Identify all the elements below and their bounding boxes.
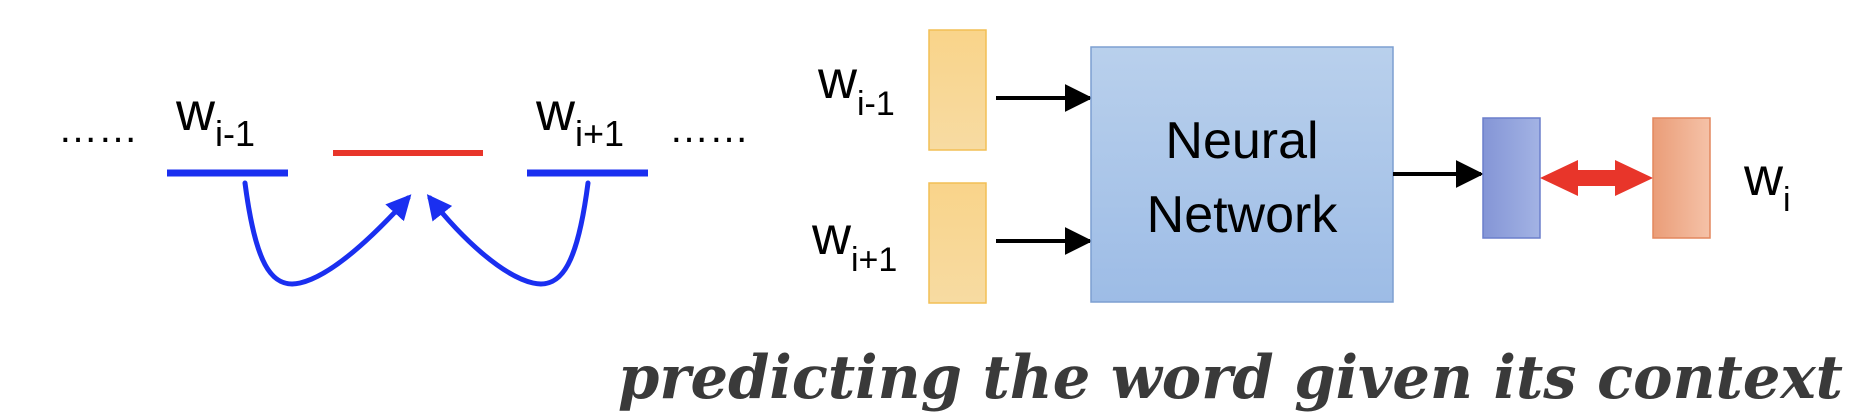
context-sequence: …… wi-1 wi+1 ……	[58, 82, 749, 287]
prev-context-word-base: w	[175, 82, 216, 142]
predicted-vector	[1482, 117, 1541, 239]
target-vector	[1652, 117, 1711, 239]
input-prev-sub: i-1	[857, 85, 895, 123]
arrow-next-to-target	[426, 180, 591, 287]
input-next-base: w	[811, 206, 852, 266]
caption: predicting the word given its context	[618, 343, 1843, 413]
prev-context-word: wi-1	[175, 82, 255, 154]
output-word-base: w	[1743, 147, 1784, 207]
input-vector-prev	[928, 29, 987, 151]
arrow-prev-to-target	[242, 180, 412, 287]
ellipsis-right: ……	[669, 107, 749, 151]
prev-context-word-sub: i-1	[215, 113, 255, 154]
next-context-word: wi+1	[535, 82, 624, 154]
next-context-word-sub: i+1	[575, 113, 624, 154]
input-next-sub: i+1	[851, 241, 897, 279]
input-next-label: wi+1	[811, 206, 897, 279]
output-word-label: wi	[1743, 147, 1791, 219]
network-label-line1: Neural	[1165, 112, 1318, 170]
input-prev-base: w	[817, 50, 858, 110]
network-diagram: wi-1 wi+1 Neural Network wi	[811, 29, 1791, 304]
network-label-line2: Network	[1147, 186, 1339, 244]
input-vector-next	[928, 182, 987, 304]
input-prev-label: wi-1	[817, 50, 895, 123]
ellipsis-left: ……	[58, 107, 138, 151]
next-context-word-base: w	[535, 82, 576, 142]
compare-arrow	[1540, 160, 1653, 196]
output-word-sub: i	[1783, 181, 1791, 219]
neural-network-box	[1090, 46, 1394, 303]
